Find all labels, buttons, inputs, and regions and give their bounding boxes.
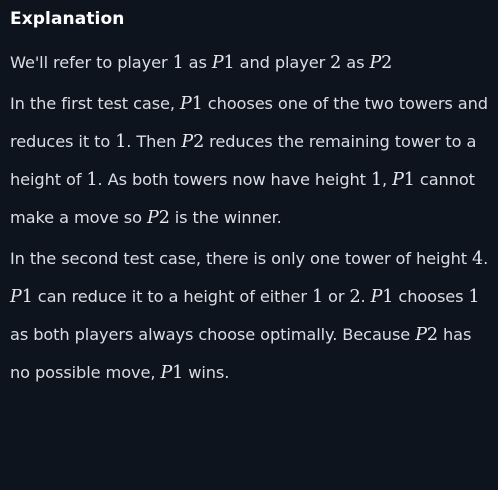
section-heading: Explanation — [10, 9, 125, 29]
math-index: 1 — [223, 53, 235, 73]
math-variable: P — [369, 53, 382, 73]
math-player-symbol: P1 — [392, 170, 415, 190]
text-run: has no possible move, — [10, 325, 472, 382]
math-number: 4 — [472, 249, 484, 269]
math-index: 1 — [172, 363, 184, 383]
math-index: 1 — [382, 287, 394, 307]
math-index: 1 — [191, 94, 203, 114]
math-number: 1 — [370, 170, 383, 190]
text-run: cannot make a move so — [10, 170, 475, 227]
math-number: 2 — [330, 53, 342, 73]
math-variable: P — [10, 287, 22, 307]
paragraph-first-case: In the first test case, P1 chooses one o… — [10, 85, 492, 237]
text-run: chooses one of the two towers and reduce… — [10, 94, 488, 151]
text-run: is the winner. — [169, 208, 282, 227]
math-player-symbol: P1 — [212, 53, 235, 73]
math-number: 1 — [468, 287, 480, 307]
math-number: 2 — [349, 287, 361, 307]
text-run: We'll refer to player — [10, 53, 173, 72]
text-run: In the first test case, — [10, 94, 181, 113]
math-player-symbol: P1 — [10, 287, 33, 307]
math-player-symbol: P1 — [160, 363, 183, 383]
math-variable: P — [160, 363, 173, 383]
math-number: 1 — [172, 53, 184, 73]
text-run: In the second test case, there is only o… — [10, 249, 473, 268]
math-player-symbol: P2 — [147, 208, 170, 228]
math-variable: P — [415, 325, 427, 345]
text-run: . Then — [126, 132, 182, 151]
math-variable: P — [180, 94, 192, 114]
math-index: 1 — [21, 287, 33, 307]
math-index: 2 — [426, 325, 438, 345]
math-index: 2 — [193, 132, 205, 152]
math-variable: P — [392, 170, 404, 190]
math-player-symbol: P1 — [180, 94, 203, 114]
math-index: 1 — [403, 170, 415, 190]
math-index: 2 — [158, 208, 170, 228]
math-variable: P — [370, 287, 383, 307]
text-run: as both players always choose optimally.… — [10, 325, 416, 344]
text-run: . — [483, 249, 489, 268]
paragraph-intro: We'll refer to player 1 as P1 and player… — [10, 44, 492, 82]
paragraph-second-case: In the second test case, there is only o… — [10, 240, 492, 392]
text-run: , — [382, 170, 393, 189]
math-player-symbol: P2 — [415, 325, 438, 345]
text-run: . As both towers now have height — [97, 170, 371, 189]
math-number: 1 — [86, 170, 98, 190]
text-run: as — [341, 53, 370, 72]
math-player-symbol: P2 — [369, 53, 392, 73]
text-run: chooses — [393, 287, 469, 306]
text-run: . — [360, 287, 371, 306]
math-number: 1 — [115, 132, 127, 152]
text-run: and player — [234, 53, 331, 72]
math-variable: P — [147, 208, 159, 228]
math-player-symbol: P2 — [181, 132, 204, 152]
text-run: can reduce it to a height of either — [32, 287, 312, 306]
math-index: 2 — [381, 53, 393, 73]
text-run: wins. — [183, 363, 230, 382]
math-number: 1 — [311, 287, 324, 307]
math-variable: P — [211, 53, 224, 73]
text-run: or — [323, 287, 350, 306]
math-variable: P — [181, 132, 194, 152]
text-run: reduces the remaining tower to a height … — [10, 132, 477, 189]
math-player-symbol: P1 — [371, 287, 394, 307]
text-run: as — [183, 53, 212, 72]
